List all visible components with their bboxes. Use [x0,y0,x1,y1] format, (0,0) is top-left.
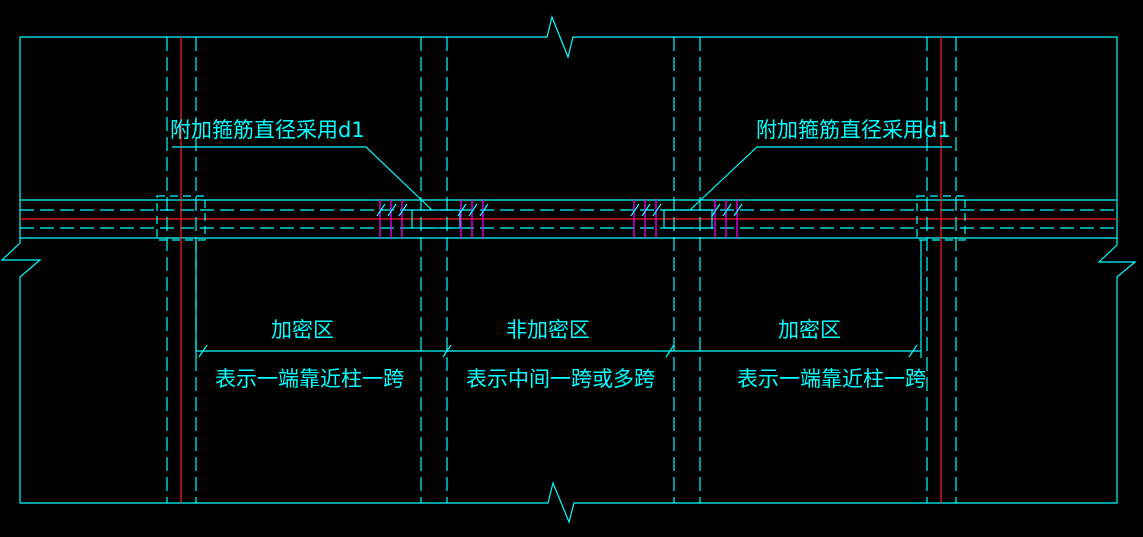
right-callout-text: 附加箍筋直径采用d1 [756,118,951,142]
zone-label-middle: 非加密区 [506,318,590,342]
note-left: 表示一端靠近柱一跨 [215,367,404,391]
zone-label-right: 加密区 [778,318,841,342]
note-right: 表示一端靠近柱一跨 [737,367,926,391]
note-middle: 表示中间一跨或多跨 [466,367,655,391]
left-callout-leader [172,146,433,211]
right-column [916,195,966,241]
zone-label-left: 加密区 [271,318,334,342]
additional-stirrups [376,199,743,238]
dimension-line [195,240,922,358]
left-crossing-box [411,209,461,229]
right-crossing-box [663,209,713,229]
left-callout-text: 附加箍筋直径采用d1 [170,118,365,142]
slab-outline [0,15,1137,524]
right-callout-leader [689,146,952,211]
left-column [156,195,206,241]
